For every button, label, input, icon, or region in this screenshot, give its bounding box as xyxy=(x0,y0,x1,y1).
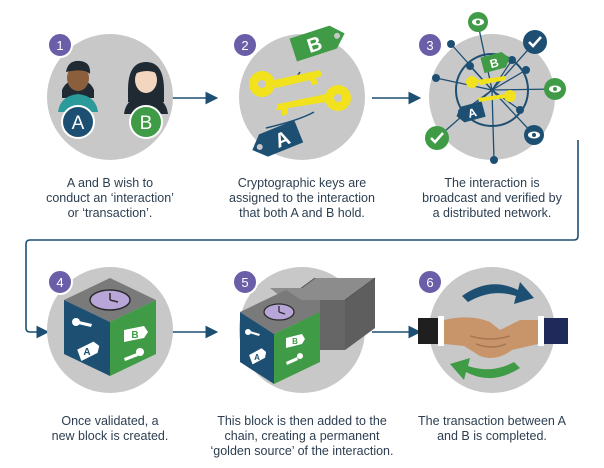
eye-node-bottom-right xyxy=(524,125,544,145)
step-5-caption-line-2: chain, creating a permanent xyxy=(224,429,380,443)
eye-node-right xyxy=(544,78,566,100)
person-a-badge xyxy=(61,105,95,139)
tag-b-icon: B xyxy=(289,25,345,62)
new-block-cube-icon: A B xyxy=(64,278,156,376)
refresh-arrow-bottom-icon xyxy=(450,358,520,380)
step-4-caption-line-2: new block is created. xyxy=(51,429,169,443)
step-3-caption-line-2: broadcast and verified by xyxy=(422,191,562,205)
check-node-bottom-left xyxy=(425,126,449,150)
eye-node-top xyxy=(468,12,488,32)
person-a-label: A xyxy=(72,113,85,134)
handshake-icon xyxy=(418,282,568,380)
step-6-badge: 6 xyxy=(417,269,443,295)
person-a-icon: A xyxy=(58,60,98,139)
network-tag-a: A xyxy=(456,101,486,123)
person-b-icon: B xyxy=(124,62,168,139)
step-3-badge: 3 xyxy=(417,32,443,58)
step-6-caption-line-1: The transaction between A xyxy=(417,414,566,428)
check-node-top-right xyxy=(523,30,547,54)
key-1-icon xyxy=(249,70,322,97)
cube-a-label: A xyxy=(83,347,90,358)
step-4-caption-line-1: Once validated, a xyxy=(61,414,159,428)
chain-b-label: B xyxy=(292,337,298,346)
tag-b-label: B xyxy=(305,32,326,57)
step-3-number: 3 xyxy=(426,38,433,53)
step-2-caption-line-2: assigned to the interaction xyxy=(229,191,375,205)
step-2-badge: 2 xyxy=(232,32,258,58)
cube-b-label: B xyxy=(131,330,138,341)
step-4-number: 4 xyxy=(56,275,63,290)
distributed-network-icon: B A xyxy=(425,12,566,164)
step-1-caption: A and B wish to conduct an ‘interaction’… xyxy=(15,176,205,221)
step-5-caption-line-1: This block is then added to the xyxy=(217,414,387,428)
step-2-number: 2 xyxy=(241,38,248,53)
step-2-caption: Cryptographic keys are assigned to the i… xyxy=(207,176,397,221)
network-tag-b: B xyxy=(480,51,510,74)
chain-a-label: A xyxy=(254,353,260,362)
step-1-caption-line-2: conduct an ‘interaction’ xyxy=(46,191,174,205)
step-6-number: 6 xyxy=(426,275,433,290)
step-4-caption: Once validated, a new block is created. xyxy=(15,414,205,444)
step-1-caption-line-3: or ‘transaction’. xyxy=(67,206,153,220)
step-5-number: 5 xyxy=(241,275,248,290)
step-5-badge: 5 xyxy=(232,269,258,295)
step-1-badge: 1 xyxy=(47,32,73,58)
step-3-caption-line-1: The interaction is xyxy=(444,176,540,190)
network-keys xyxy=(466,76,516,102)
refresh-arrow-top-icon xyxy=(462,282,534,304)
step-2-caption-line-1: Cryptographic keys are xyxy=(237,176,367,190)
block-chain-icon: A B xyxy=(240,277,376,384)
person-b-badge xyxy=(129,105,163,139)
step-6-caption: The transaction between A and B is compl… xyxy=(397,414,587,444)
arrow-3-to-4 xyxy=(25,140,579,339)
step-4-badge: 4 xyxy=(47,269,73,295)
step-5-caption-line-3: ‘golden source’ of the interaction. xyxy=(210,444,394,458)
tag-a-icon: A xyxy=(252,120,304,157)
step-1-caption-line-1: A and B wish to xyxy=(66,176,154,190)
step-2-circle xyxy=(239,34,365,160)
step-2-caption-line-3: that both A and B hold. xyxy=(239,206,365,220)
key-2-icon xyxy=(276,85,351,116)
flow-arrows xyxy=(25,91,579,339)
step-1-number: 1 xyxy=(56,38,63,53)
step-6-caption-line-2: and B is completed. xyxy=(437,429,547,443)
step-3-caption-line-3: a distributed network. xyxy=(432,206,552,220)
step-3-caption: The interaction is broadcast and verifie… xyxy=(397,176,587,221)
network-tag-b-label: B xyxy=(488,55,500,71)
step-badges: 1 2 3 4 5 6 xyxy=(47,32,443,295)
cryptographic-keys-icon: B A xyxy=(249,25,351,157)
network-tag-a-label: A xyxy=(466,105,478,121)
person-b-label: B xyxy=(140,113,153,134)
step-5-caption: This block is then added to the chain, c… xyxy=(202,414,402,459)
